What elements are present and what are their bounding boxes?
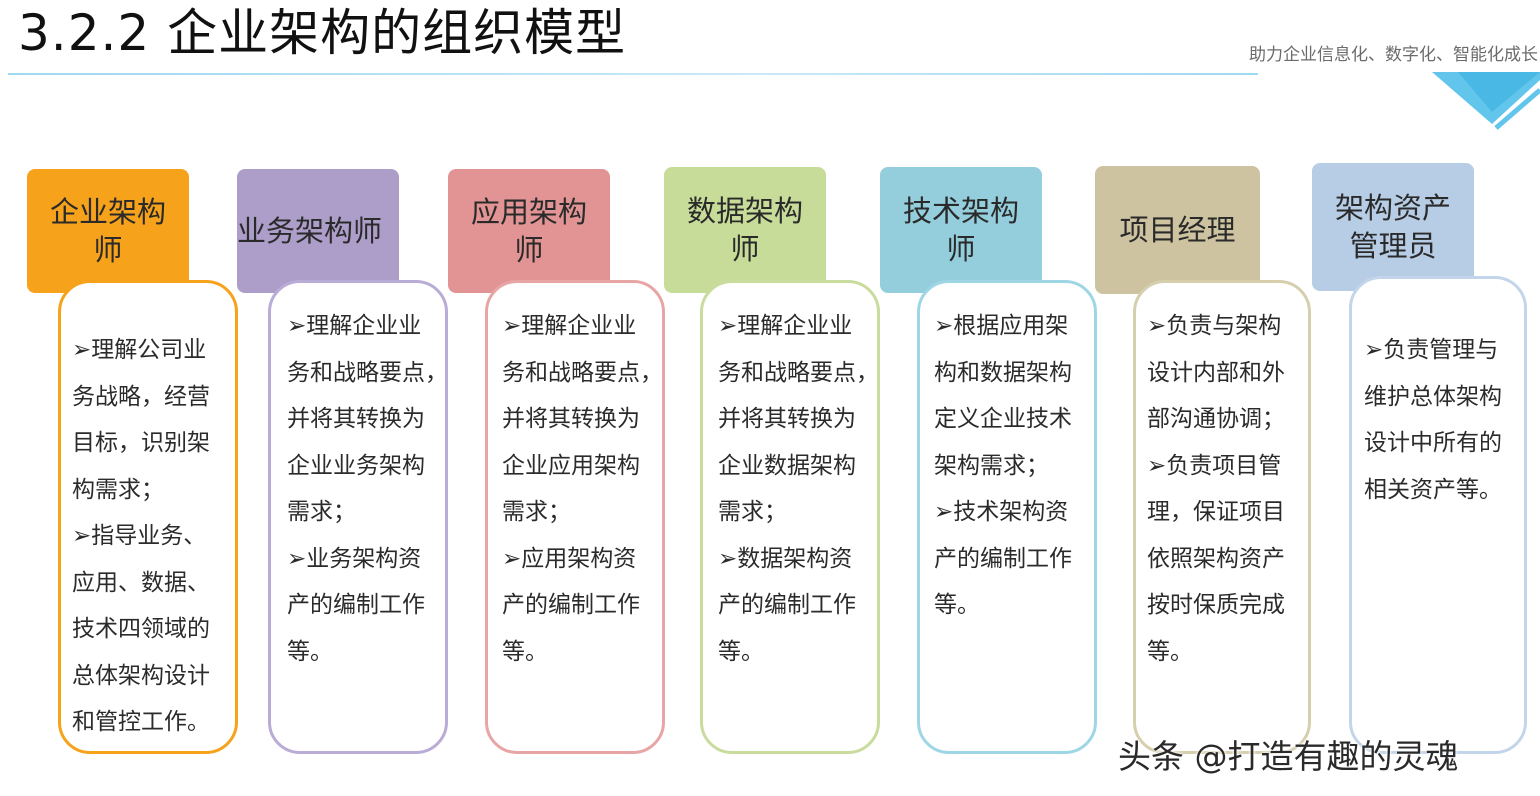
role-header-line: 项目经理 [1119,213,1236,247]
role-description-card-3 [485,280,665,754]
role-header-line: 师 [93,233,123,267]
corner-chevron-decoration [1432,72,1540,130]
role-description-text: ➢理解公司业 务战略，经营 目标，识别架 构需求； ➢指导业务、 应用、数据、 … [72,337,210,735]
role-header-line: 管理员 [1349,229,1437,263]
role-description-text: ➢根据应用架 构和数据架构 定义企业技术 架构需求； ➢技术架构资 产的编制工作… [934,313,1072,618]
role-header-3: 应用架构师 [448,169,610,293]
role-header-line: 师 [730,232,760,266]
role-description-card-2 [268,280,448,754]
role-description-text: ➢理解企业业 务和战略要点， 并将其转换为 企业应用架构 需求； ➢应用架构资 … [502,313,663,665]
role-description-card-5 [917,280,1097,754]
role-description-card-4 [700,280,880,754]
role-header-line: 架构资产 [1334,191,1451,225]
role-header-line: 师 [514,233,544,267]
page-title: 3.2.2 企业架构的组织模型 [18,4,627,62]
role-description-text: ➢负责管理与 维护总体架构 设计中所有的 相关资产等。 [1364,337,1502,503]
role-header-6: 项目经理 [1095,166,1260,294]
role-header-line: 业务架构师 [237,214,383,248]
page-subtitle: 助力企业信息化、数字化、智能化成长 [1249,45,1538,65]
role-description-card-1 [58,280,238,754]
role-header-line: 企业架构 [49,195,166,229]
role-header-line: 应用架构 [470,195,587,229]
role-header-line: 师 [946,232,976,266]
role-header-2: 业务架构师 [237,169,399,293]
role-header-7: 架构资产管理员 [1312,163,1474,291]
role-description-text: ➢理解企业业 务和战略要点， 并将其转换为 企业数据架构 需求； ➢数据架构资 … [718,313,879,665]
role-description-text: ➢负责与架构 设计内部和外 部沟通协调； ➢负责项目管 理，保证项目 依照架构资… [1147,313,1285,665]
title-underline [8,73,1258,75]
role-header-line: 数据架构 [686,194,803,228]
role-description-text: ➢理解企业业 务和战略要点， 并将其转换为 企业业务架构 需求； ➢业务架构资 … [287,313,448,665]
role-description-card-6 [1133,280,1311,754]
role-header-1: 企业架构师 [27,169,189,293]
role-description-card-7 [1349,276,1527,754]
watermark-text: 头条 @打造有趣的灵魂 [1118,737,1459,776]
role-header-5: 技术架构师 [880,167,1042,293]
role-header-line: 技术架构 [902,194,1019,228]
role-header-4: 数据架构师 [664,167,826,293]
